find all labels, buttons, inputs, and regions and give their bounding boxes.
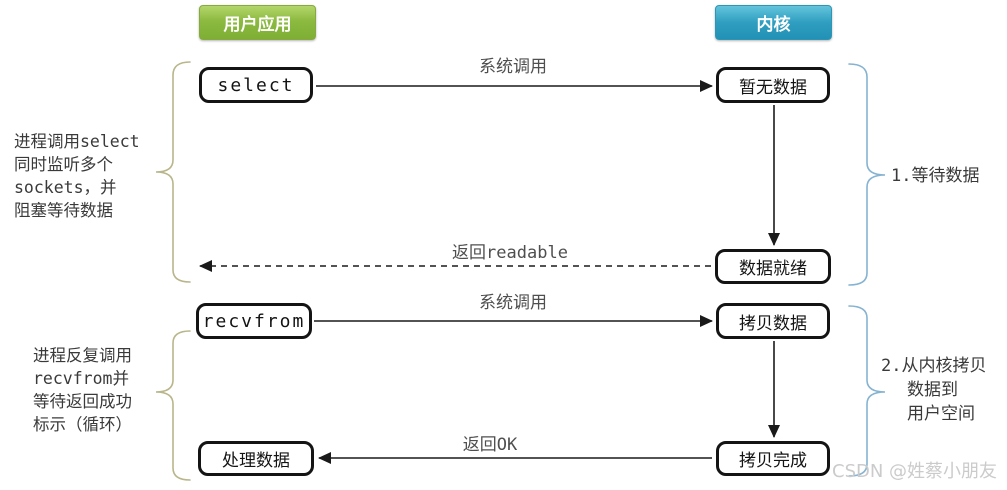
label-syscall-bottom: 系统调用 — [479, 293, 547, 313]
node-copy-done: 拷贝完成 — [716, 441, 830, 476]
label-return-ok: 返回OK — [462, 435, 518, 455]
annotation-line: sockets，并 — [14, 178, 117, 197]
node-data-ready: 数据就绪 — [715, 249, 831, 284]
annotation-line: recvfrom并 — [33, 369, 129, 388]
annotation-line: 同时监听多个 — [14, 155, 113, 174]
left-brace-top-icon — [155, 61, 191, 283]
step-label-line: 2.从内核拷贝 — [881, 356, 987, 376]
left-brace-bottom-icon — [155, 330, 191, 481]
annotation-line: 等待返回成功 — [33, 392, 132, 411]
annotation-line: 阻塞等待数据 — [14, 201, 113, 220]
node-select: select — [199, 67, 313, 103]
node-no-data: 暂无数据 — [716, 67, 830, 103]
step-label-wait-data: 1.等待数据 — [891, 166, 980, 186]
header-kernel: 内核 — [715, 5, 832, 40]
node-copy-data: 拷贝数据 — [716, 303, 830, 339]
step-label-copy-to-user: 2.从内核拷贝 数据到 用户空间 — [881, 354, 986, 426]
annotation-select-explain: 进程调用select 同时监听多个 sockets，并 阻塞等待数据 — [14, 130, 140, 222]
right-brace-top-icon — [848, 63, 886, 286]
annotation-line: 进程反复调用 — [33, 346, 132, 365]
node-recvfrom: recvfrom — [196, 303, 312, 339]
step-label-line: 数据到 — [907, 380, 958, 400]
node-process-data: 处理数据 — [198, 441, 314, 476]
step-label-line: 用户空间 — [907, 404, 975, 424]
watermark: CSDN @姓蔡小朋友 — [832, 461, 998, 482]
annotation-recvfrom-explain: 进程反复调用 recvfrom并 等待返回成功 标示（循环） — [33, 344, 132, 436]
label-syscall-top: 系统调用 — [479, 57, 547, 77]
header-user-app: 用户应用 — [199, 5, 316, 40]
annotation-line: 进程调用select — [14, 132, 140, 151]
right-brace-bottom-icon — [848, 305, 886, 477]
annotation-line: 标示（循环） — [33, 415, 132, 434]
label-return-readable: 返回readable — [452, 243, 568, 263]
